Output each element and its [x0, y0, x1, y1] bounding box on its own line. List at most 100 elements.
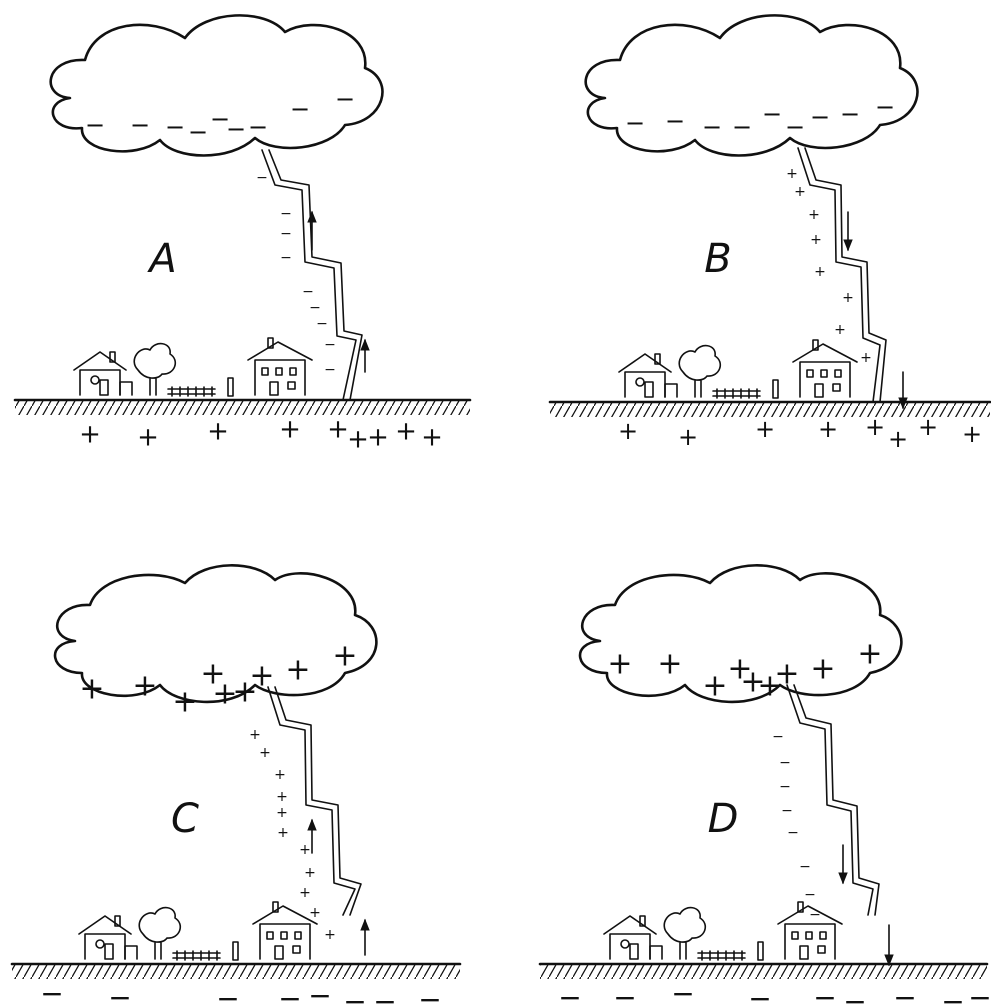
window	[289, 367, 297, 376]
ground-charge: +	[207, 417, 229, 447]
cloud-charge: −	[165, 113, 185, 141]
channel-charge: −	[324, 362, 336, 378]
ground-charge: −	[671, 977, 694, 1008]
annex	[664, 383, 678, 398]
ground-charge: −	[343, 985, 366, 1008]
channel-charge: +	[304, 865, 316, 881]
window	[292, 945, 301, 954]
channel-charge: −	[787, 825, 799, 841]
window	[635, 377, 645, 387]
lightning-channel	[793, 684, 880, 916]
ground-charge: +	[347, 425, 369, 455]
channel-charge: +	[259, 745, 271, 761]
annex	[124, 945, 138, 960]
cloud-charge: −	[875, 93, 895, 121]
cloud-charge: −	[130, 111, 150, 139]
cloud-charge: −	[226, 115, 246, 143]
window	[834, 369, 842, 378]
current-arrow	[884, 924, 894, 967]
ground-charge: +	[137, 423, 159, 453]
thundercloud	[53, 564, 378, 704]
cloud-charge: +	[702, 669, 727, 704]
chimney	[812, 339, 819, 351]
channel-charge: +	[810, 232, 822, 248]
tree	[138, 906, 182, 960]
channel-charge: +	[277, 825, 289, 841]
panel-c: ++++++++++++++++++++−−−−−−−− C	[10, 564, 462, 1008]
channel-charge: −	[804, 887, 816, 903]
channel-charge: −	[809, 907, 821, 923]
cloud-charge: +	[607, 647, 632, 682]
channel-charge: +	[808, 207, 820, 223]
panel-label: C	[171, 796, 199, 842]
channel-charge: +	[309, 905, 321, 921]
ground-charge: −	[278, 982, 301, 1008]
cloud-charge: +	[857, 637, 882, 672]
chimney	[639, 915, 646, 927]
chimney	[654, 353, 661, 365]
ground-charge: −	[373, 985, 396, 1008]
current-arrow	[360, 338, 370, 373]
lightning-channel	[267, 686, 356, 916]
ground-charge: −	[308, 979, 331, 1008]
channel-charge: +	[274, 767, 286, 783]
ground-charge: +	[79, 420, 101, 450]
tree	[678, 344, 722, 398]
window	[90, 375, 100, 385]
fence	[167, 386, 216, 397]
lightning-channel	[261, 149, 357, 401]
ground-hatching	[12, 965, 460, 979]
window	[806, 369, 814, 378]
chimney	[109, 351, 116, 363]
current-arrow	[838, 844, 848, 885]
panel-label: B	[704, 236, 731, 282]
channel-charge: +	[814, 264, 826, 280]
cloud-charge: +	[132, 669, 157, 704]
ground-charge: −	[968, 981, 991, 1008]
channel-charge: −	[280, 206, 292, 222]
ground-charge: −	[613, 981, 636, 1008]
fence	[697, 950, 746, 961]
post	[232, 941, 239, 961]
channel-charge: −	[280, 226, 292, 242]
cloud-charge: +	[740, 665, 765, 700]
ground-charge: −	[108, 981, 131, 1008]
window	[95, 939, 105, 949]
channel-charge: +	[299, 842, 311, 858]
village	[78, 901, 318, 961]
cloud-charge: −	[248, 113, 268, 141]
panel-d: +++++++++−−−−−−−−−−−−−−−−− D	[538, 564, 991, 1008]
cloud-charge: −	[732, 113, 752, 141]
channel-charge: +	[786, 166, 798, 182]
cloud-charge: +	[232, 675, 257, 710]
ground-charge: +	[888, 425, 908, 453]
ground-charge: +	[962, 420, 982, 448]
ground-charge: +	[678, 423, 698, 451]
cloud-charge: +	[200, 657, 225, 692]
ground-charge: +	[818, 415, 838, 443]
ground-charge: −	[558, 981, 581, 1008]
ground-charge: +	[865, 413, 885, 441]
door	[99, 379, 109, 396]
thundercloud	[578, 564, 903, 704]
channel-charge: −	[280, 250, 292, 266]
window	[791, 931, 799, 940]
channel-charge: +	[299, 885, 311, 901]
village	[73, 337, 313, 397]
ground-charge: +	[618, 417, 638, 445]
ground-charge: −	[843, 985, 866, 1008]
door	[274, 945, 284, 960]
ground-charge: −	[418, 983, 441, 1008]
ground-charge: −	[40, 977, 63, 1008]
ground-charge: −	[748, 982, 771, 1008]
ground-charge: +	[755, 415, 775, 443]
window	[832, 383, 841, 392]
cloud-charge: −	[290, 95, 310, 123]
lightning-channel	[786, 684, 874, 916]
cloud-charge: −	[840, 100, 860, 128]
panel-label: D	[708, 796, 739, 842]
cloud-charge: −	[210, 105, 230, 133]
cloud-charge: −	[762, 100, 782, 128]
panel-b: −−−−−−−−−++++++++++++++++ B	[548, 14, 991, 453]
channel-charge: −	[779, 755, 791, 771]
